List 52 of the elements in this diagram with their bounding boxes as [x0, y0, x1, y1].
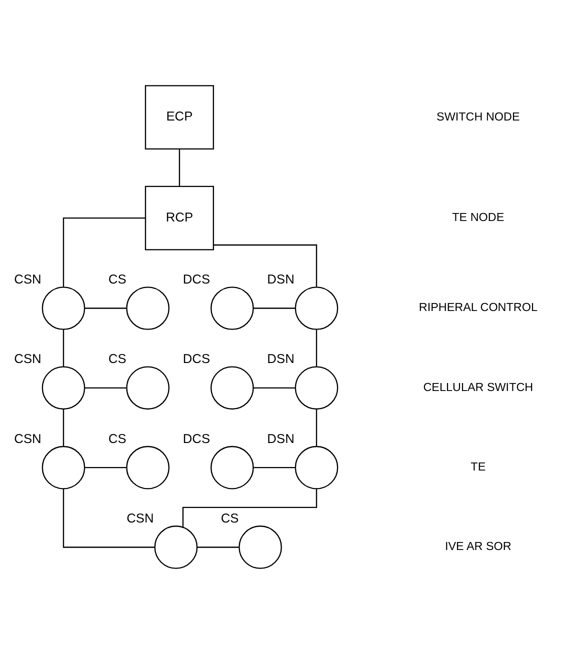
label: IVE AR SOR — [445, 540, 512, 554]
connector — [84, 387, 126, 388]
connector — [214, 244, 318, 287]
node-label: CS — [108, 351, 126, 366]
node-label: DSN — [267, 351, 294, 366]
node-label: CSN — [14, 271, 42, 286]
node-circle — [210, 366, 254, 410]
connector — [62, 409, 64, 446]
label: CELLULAR SWITCH — [423, 380, 534, 394]
connector — [253, 466, 295, 468]
node-box: ECP — [144, 85, 214, 150]
node-label: DCS — [182, 430, 210, 446]
connector — [178, 149, 180, 186]
node-circle — [294, 286, 338, 330]
connector — [84, 308, 126, 309]
node-box: RCP — [144, 186, 214, 250]
node-circle — [154, 526, 198, 569]
node-label: DCS — [182, 351, 210, 366]
connector — [316, 330, 318, 366]
node-circle — [294, 366, 338, 410]
node-label: CSN — [14, 430, 42, 446]
connector — [253, 387, 295, 388]
node-circle — [126, 446, 170, 490]
node-circle — [210, 446, 254, 490]
label: SWITCH NODE — [436, 110, 520, 124]
connector — [62, 217, 146, 287]
connector — [197, 546, 239, 548]
node-label: CS — [108, 271, 126, 286]
connector — [62, 330, 64, 366]
label: TE — [470, 460, 486, 474]
connector — [253, 308, 295, 309]
node-circle — [42, 366, 86, 410]
node-label: CS — [220, 510, 239, 526]
node-label: DSN — [267, 430, 294, 446]
node-circle — [238, 526, 282, 569]
connector — [182, 488, 318, 528]
connector — [316, 409, 318, 446]
connector — [84, 466, 126, 468]
node-label: CSN — [14, 351, 42, 366]
node-label: DSN — [267, 271, 294, 286]
node-circle — [210, 286, 254, 330]
connector — [62, 488, 155, 548]
node-circle — [294, 446, 338, 490]
label: TE NODE — [452, 210, 504, 224]
node-circle — [126, 286, 170, 330]
node-circle — [42, 446, 86, 490]
node-circle — [126, 366, 170, 410]
node-circle — [42, 286, 86, 330]
node-label: DCS — [182, 271, 210, 286]
node-label: CS — [108, 430, 126, 446]
label: RIPHERAL CONTROL — [418, 301, 538, 314]
node-label: CSN — [126, 510, 154, 526]
